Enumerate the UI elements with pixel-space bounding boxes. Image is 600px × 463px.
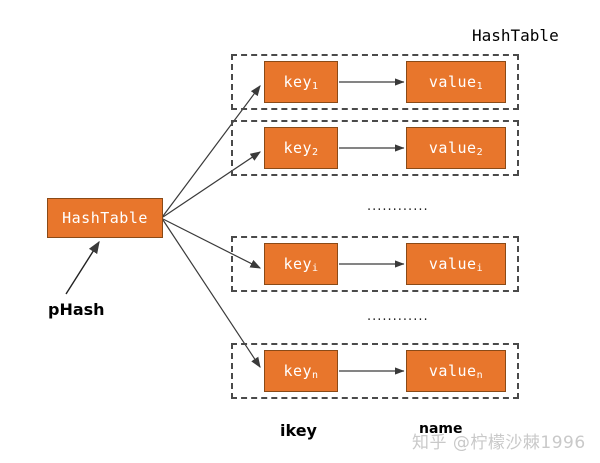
key-node-2-label: key [283, 139, 313, 157]
arrow-phash-to-hashtable [65, 240, 100, 295]
key-node-4-subscript: n [312, 369, 319, 381]
arrow-hashtable-to-bucket-3 [162, 218, 262, 269]
value-node-3-subscript: i [476, 262, 484, 274]
key-node-2-subscript: 2 [312, 146, 319, 158]
bucket-row [231, 120, 519, 176]
key-node-1-label: key [283, 73, 313, 91]
diagram-title: HashTable [472, 26, 559, 45]
value-node-4-subscript: n [476, 369, 484, 381]
bucket-row [231, 54, 519, 110]
hashtable-root-node[interactable]: HashTable [47, 198, 163, 238]
phash-pointer-label: pHash [48, 300, 105, 319]
value-node-4-label: value [428, 362, 477, 380]
value-node-1-label: value [428, 73, 477, 91]
key-node-3-label: key [283, 255, 313, 273]
key-node-3-subscript: i [312, 262, 319, 274]
arrow-hashtable-to-bucket-1 [162, 85, 261, 217]
ellipsis-separator-upper: ············ [367, 203, 429, 218]
value-node-2-subscript: 2 [476, 146, 484, 158]
ellipsis-separator-lower: ············ [367, 313, 429, 328]
key-node-1-subscript: 1 [312, 80, 319, 92]
value-node-3-label: value [428, 255, 477, 273]
watermark-text: 知乎 @柠檬沙棘1996 [412, 433, 586, 453]
bucket-row [231, 236, 519, 292]
hashtable-root-label: HashTable [62, 209, 148, 227]
arrow-hashtable-to-bucket-2 [162, 151, 261, 218]
bucket-row [231, 343, 519, 399]
value-node-1-subscript: 1 [476, 80, 484, 92]
value-column-label: name [419, 421, 463, 437]
key-node-4-label: key [283, 362, 313, 380]
arrow-hashtable-to-bucket-4 [162, 219, 261, 369]
key-column-label: ikey [280, 421, 317, 440]
value-node-2-label: value [428, 139, 477, 157]
